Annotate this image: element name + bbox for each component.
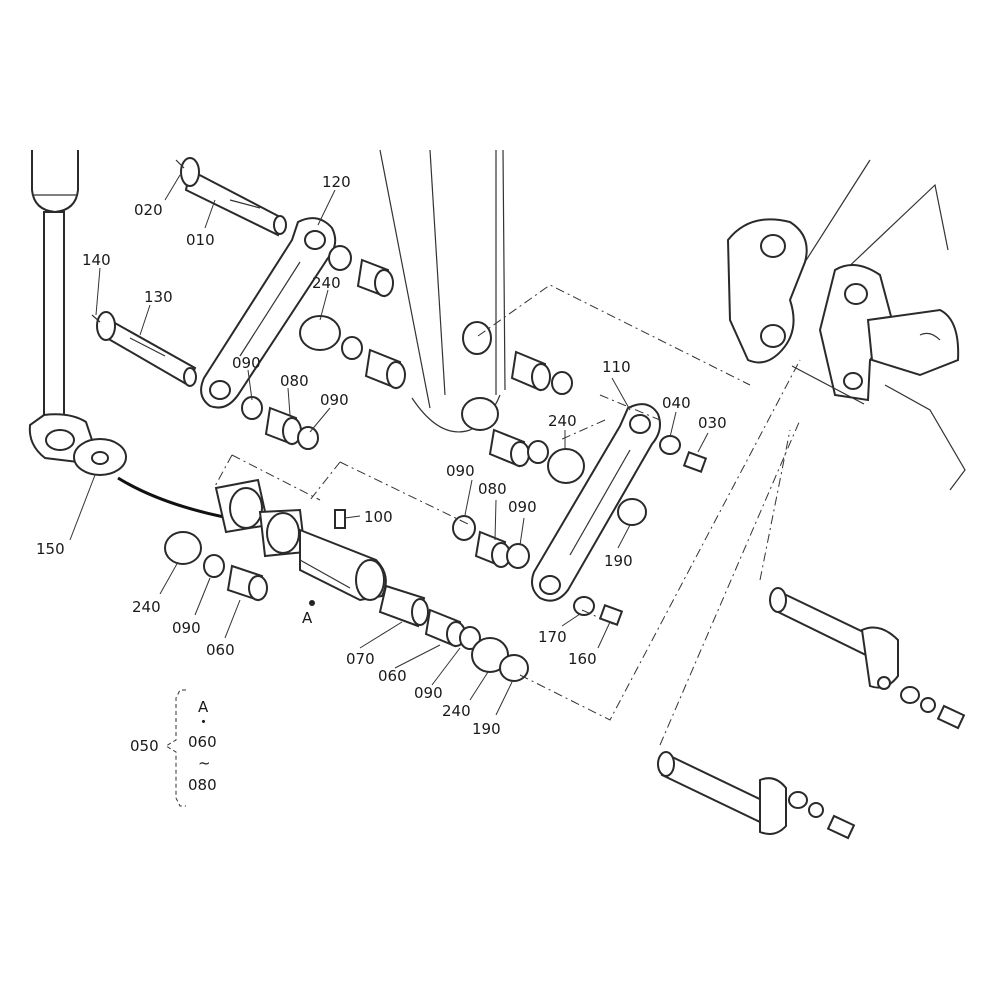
grease-nipple-100 (334, 509, 346, 529)
label-040: 040 (662, 394, 691, 412)
label-150: 150 (36, 540, 65, 558)
pin-right-lower (657, 751, 856, 840)
bushing-set-middle (452, 515, 530, 569)
label-080-b: 080 (478, 480, 507, 498)
label-030: 030 (698, 414, 727, 432)
washer-190-upper (617, 498, 647, 526)
label-100: 100 (364, 508, 393, 526)
label-140: 140 (82, 251, 111, 269)
label-090-c: 090 (172, 619, 201, 637)
label-090-a: 090 (232, 354, 261, 372)
leader-lines (69, 174, 709, 716)
assembly-legend: 050 A ・ 060 ~ 080 (130, 689, 217, 807)
label-070: 070 (346, 650, 375, 668)
label-240-a: 240 (312, 274, 341, 292)
bushing-set-lower (241, 396, 319, 450)
label-190-b: 190 (604, 552, 633, 570)
pivot-boss (214, 478, 387, 606)
bushing-set-boom (488, 350, 585, 484)
pin-010 (175, 157, 287, 237)
label-090-d: 090 (414, 684, 443, 702)
bushing-set-upper (299, 245, 406, 390)
label-160: 160 (568, 650, 597, 668)
label-240-c: 240 (442, 702, 471, 720)
label-190-a: 190 (472, 720, 501, 738)
label-010: 010 (186, 231, 215, 249)
label-110: 110 (602, 358, 631, 376)
label-170: 170 (538, 628, 567, 646)
pin-130 (91, 311, 197, 387)
link-120 (200, 217, 337, 409)
washer-170 (573, 596, 595, 616)
label-240-d: 240 (548, 412, 577, 430)
label-090-e: 090 (446, 462, 475, 480)
link-110 (531, 403, 661, 602)
label-120: 120 (322, 173, 351, 191)
legend-tilde: ~ (198, 754, 211, 772)
label-020: 020 (134, 201, 163, 219)
bushing-set-bottom (164, 531, 529, 682)
label-240-b: 240 (132, 598, 161, 616)
part-labels: 020 010 120 140 130 240 090 080 090 150 … (36, 173, 727, 738)
washer-040 (659, 435, 681, 455)
frame-bracket (726, 159, 966, 491)
label-080-a: 080 (280, 372, 309, 390)
boom-arm (379, 149, 506, 433)
label-090-b: 090 (320, 391, 349, 409)
legend-dot: ・ (196, 713, 211, 731)
bolt-030 (682, 451, 708, 473)
legend-a: A (198, 698, 209, 716)
label-060-a: 060 (206, 641, 235, 659)
label-060-b: 060 (378, 667, 407, 685)
washer-150 (73, 438, 127, 476)
legend-from-060: 060 (188, 733, 217, 751)
label-A-mark: A (302, 609, 313, 627)
bolt-160 (598, 604, 624, 626)
cylinder-rod (28, 150, 94, 464)
label-090-f: 090 (508, 498, 537, 516)
legend-group-050: 050 (130, 737, 159, 755)
legend-to-080: 080 (188, 776, 217, 794)
pin-right-upper (769, 587, 966, 730)
assembly-lines (213, 284, 801, 746)
label-130: 130 (144, 288, 173, 306)
